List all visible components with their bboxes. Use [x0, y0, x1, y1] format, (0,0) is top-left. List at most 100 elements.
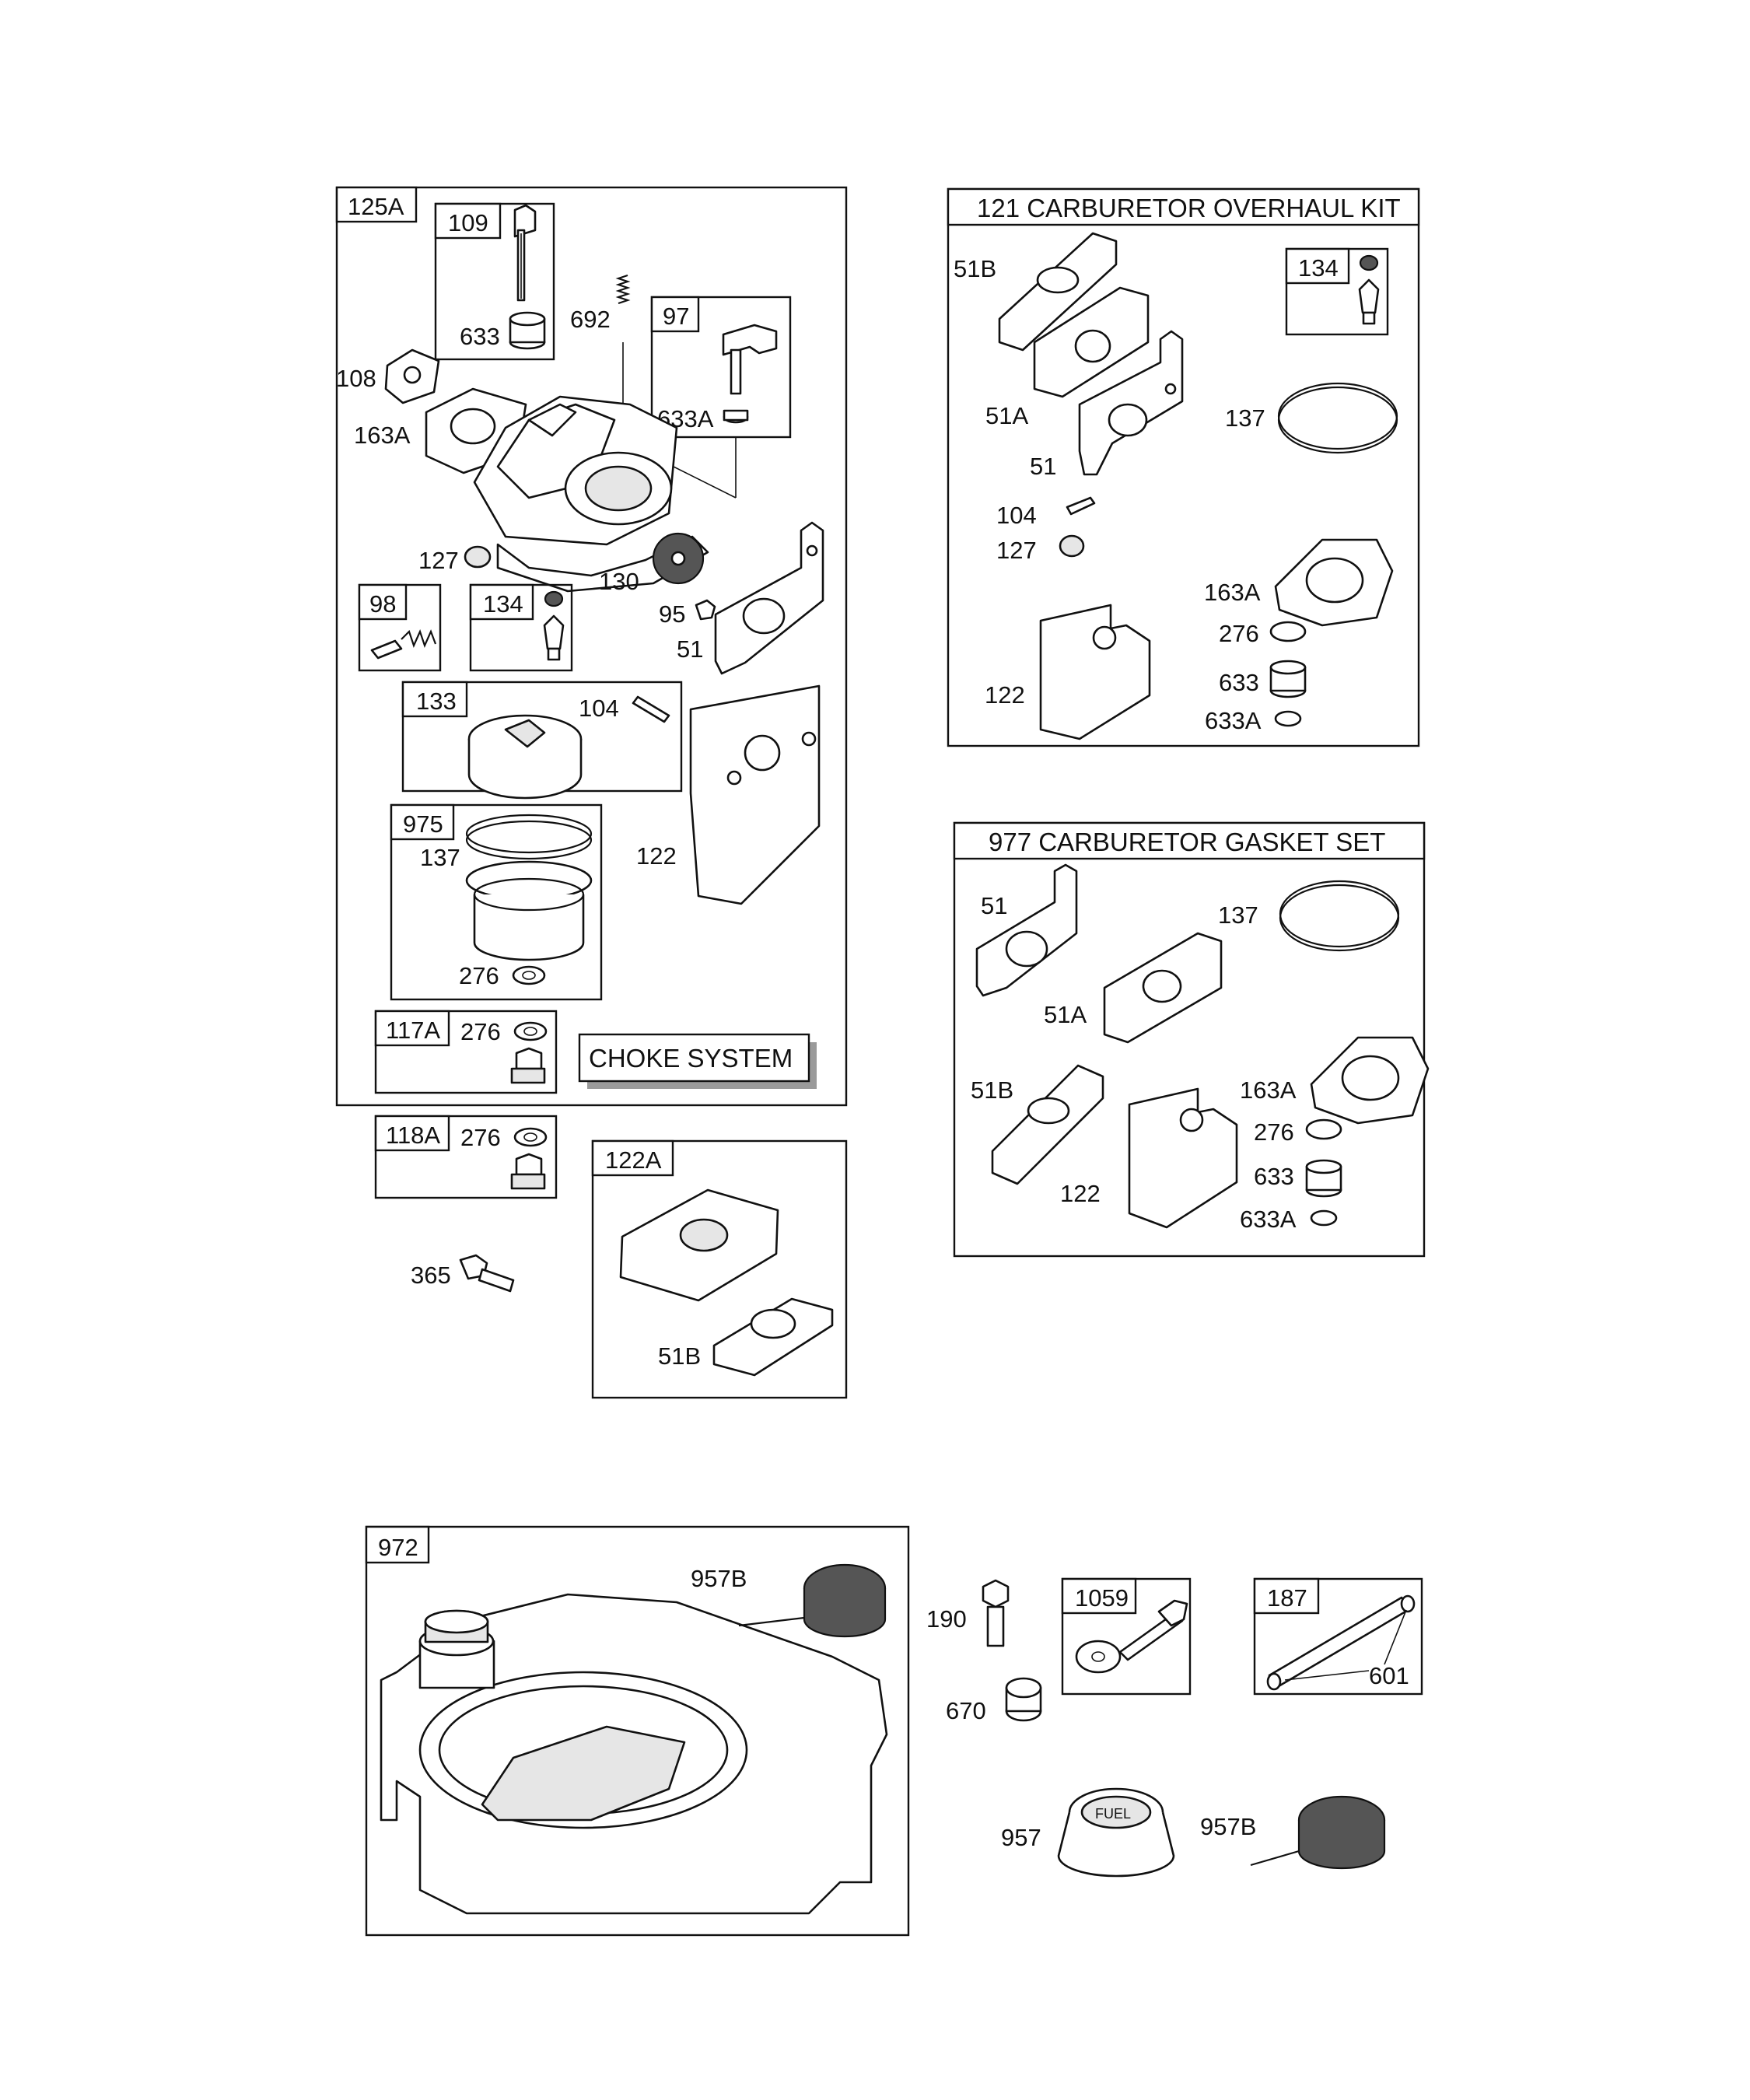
label-122-ok: 122 — [985, 681, 1025, 709]
choke-system-label: CHOKE SYSTEM — [578, 1033, 817, 1089]
fuel-cap-957B-part — [1250, 1795, 1386, 1870]
screw-95-part — [695, 599, 716, 621]
label-127: 127 — [418, 547, 459, 574]
overhaul-kit-group: 121 CARBURETOR OVERHAUL KIT 51B 51A 51 1… — [947, 187, 1420, 747]
gasket-51B-ok-part — [998, 232, 1118, 352]
gasket-122-part — [689, 684, 821, 905]
fuel-tank-group: 972 957B — [365, 1525, 910, 1937]
label-163A: 163A — [354, 422, 411, 449]
plug-127-ok-part — [1059, 534, 1085, 558]
washer-276-ok-part — [1269, 621, 1307, 642]
group-187: 187 601 — [1253, 1577, 1423, 1696]
label-51B-ok: 51B — [954, 255, 996, 282]
group-109: 109 633 — [434, 202, 555, 361]
float-133-part — [467, 714, 583, 800]
label-276: 276 — [459, 962, 499, 989]
label-276-gs: 276 — [1254, 1118, 1294, 1146]
tag-118A: 118A — [386, 1122, 440, 1149]
label-51A-gs: 51A — [1044, 1001, 1087, 1028]
label-51: 51 — [677, 635, 703, 663]
label-633: 633 — [460, 323, 500, 350]
label-51-ok: 51 — [1030, 453, 1056, 480]
group-118A: 118A 276 — [374, 1115, 558, 1199]
fuel-tank-part — [380, 1593, 888, 1915]
group-1059: 1059 — [1061, 1577, 1192, 1696]
label-137: 137 — [420, 844, 460, 871]
gasket-51-part — [714, 521, 824, 675]
label-601: 601 — [1369, 1662, 1409, 1689]
label-163A-gs: 163A — [1240, 1076, 1297, 1104]
gasket-51-gs-part — [975, 863, 1078, 997]
bushing-670-part — [1005, 1677, 1042, 1722]
label-51B: 51B — [658, 1342, 701, 1370]
gasket-51B-122A-part — [712, 1297, 834, 1377]
label-122-gs: 122 — [1060, 1180, 1101, 1207]
gasket-122-gs-part — [1128, 1087, 1238, 1229]
plug-127-part — [464, 545, 492, 569]
tag-117A: 117A — [386, 1017, 440, 1044]
label-276-117A: 276 — [460, 1018, 501, 1045]
label-51B-gs: 51B — [971, 1076, 1013, 1104]
tag-134: 134 — [483, 590, 523, 618]
choke-lever-part — [722, 324, 778, 424]
tag-98: 98 — [369, 590, 396, 618]
misc-parts-group: 190 670 1059 187 601 — [926, 1577, 1423, 1878]
gasket-51-ok-part — [1078, 330, 1184, 476]
group-122A: 122A 51B — [591, 1139, 848, 1399]
carburetor-group-tag: 125A — [348, 193, 404, 220]
tag-97: 97 — [663, 303, 689, 330]
tag-972: 972 — [378, 1534, 418, 1561]
label-95: 95 — [659, 600, 685, 628]
tag-134-ok-group: 134 — [1285, 247, 1389, 336]
tag-134-ok: 134 — [1298, 254, 1339, 282]
spring-692-part — [615, 274, 631, 424]
carburetor-group: 125A 109 633 692 — [335, 186, 848, 1107]
group-133: 133 104 — [401, 681, 683, 800]
label-365: 365 — [411, 1262, 451, 1289]
gasket-set-group: 977 CARBURETOR GASKET SET 51 137 51A 51B… — [953, 821, 1430, 1258]
label-104: 104 — [579, 695, 619, 722]
label-130: 130 — [599, 568, 639, 595]
label-108: 108 — [336, 365, 376, 392]
label-957: 957 — [1001, 1824, 1041, 1851]
label-276-ok: 276 — [1219, 620, 1259, 647]
gasket-51B-gs-part — [991, 1064, 1104, 1185]
label-957B: 957B — [1200, 1813, 1256, 1840]
gasket-51A-gs-part — [1103, 932, 1223, 1044]
group-97: 97 633A — [650, 296, 792, 439]
label-137-ok: 137 — [1225, 404, 1265, 432]
group-134: 134 — [469, 583, 573, 672]
bowl-975-part — [465, 814, 593, 961]
gasket-51A-ok-part — [1033, 286, 1150, 398]
label-104-ok: 104 — [996, 502, 1037, 529]
choke-shaft-part — [513, 204, 537, 302]
label-633-gs: 633 — [1254, 1163, 1294, 1190]
label-633-ok: 633 — [1219, 669, 1259, 696]
gasket-163A-gs-part — [1310, 1036, 1430, 1125]
label-957B-tank: 957B — [691, 1565, 747, 1592]
gasket-set-title: 977 CARBURETOR GASKET SET — [989, 828, 1385, 856]
label-670: 670 — [946, 1697, 986, 1724]
bushing-633A-gs-part — [1310, 1209, 1338, 1227]
choke-system-text: CHOKE SYSTEM — [589, 1044, 793, 1073]
tag-133: 133 — [416, 688, 457, 715]
label-137-gs: 137 — [1218, 901, 1258, 929]
tag-109: 109 — [448, 209, 488, 236]
fuel-cap-957-part: FUEL — [1057, 1787, 1175, 1878]
fuel-cap-957B-tank-part — [738, 1563, 887, 1638]
bushing-part — [509, 311, 546, 350]
gasket-108-part — [384, 348, 440, 404]
bushing-633-ok-part — [1269, 660, 1307, 698]
bolt-190-part — [982, 1579, 1010, 1647]
label-122: 122 — [636, 842, 677, 870]
overhaul-kit-title: 121 CARBURETOR OVERHAUL KIT — [977, 194, 1401, 222]
fitting-365-part — [459, 1254, 515, 1293]
group-117A: 117A 276 — [374, 1010, 558, 1094]
group-975: 975 137 276 — [390, 803, 603, 1001]
label-127-ok: 127 — [996, 537, 1037, 564]
tag-122A: 122A — [605, 1146, 662, 1174]
gasket-163A-ok-part — [1274, 538, 1394, 627]
carburetor-body-part — [473, 395, 709, 593]
tag-187: 187 — [1267, 1584, 1307, 1612]
gasket-122-ok-part — [1039, 604, 1151, 740]
